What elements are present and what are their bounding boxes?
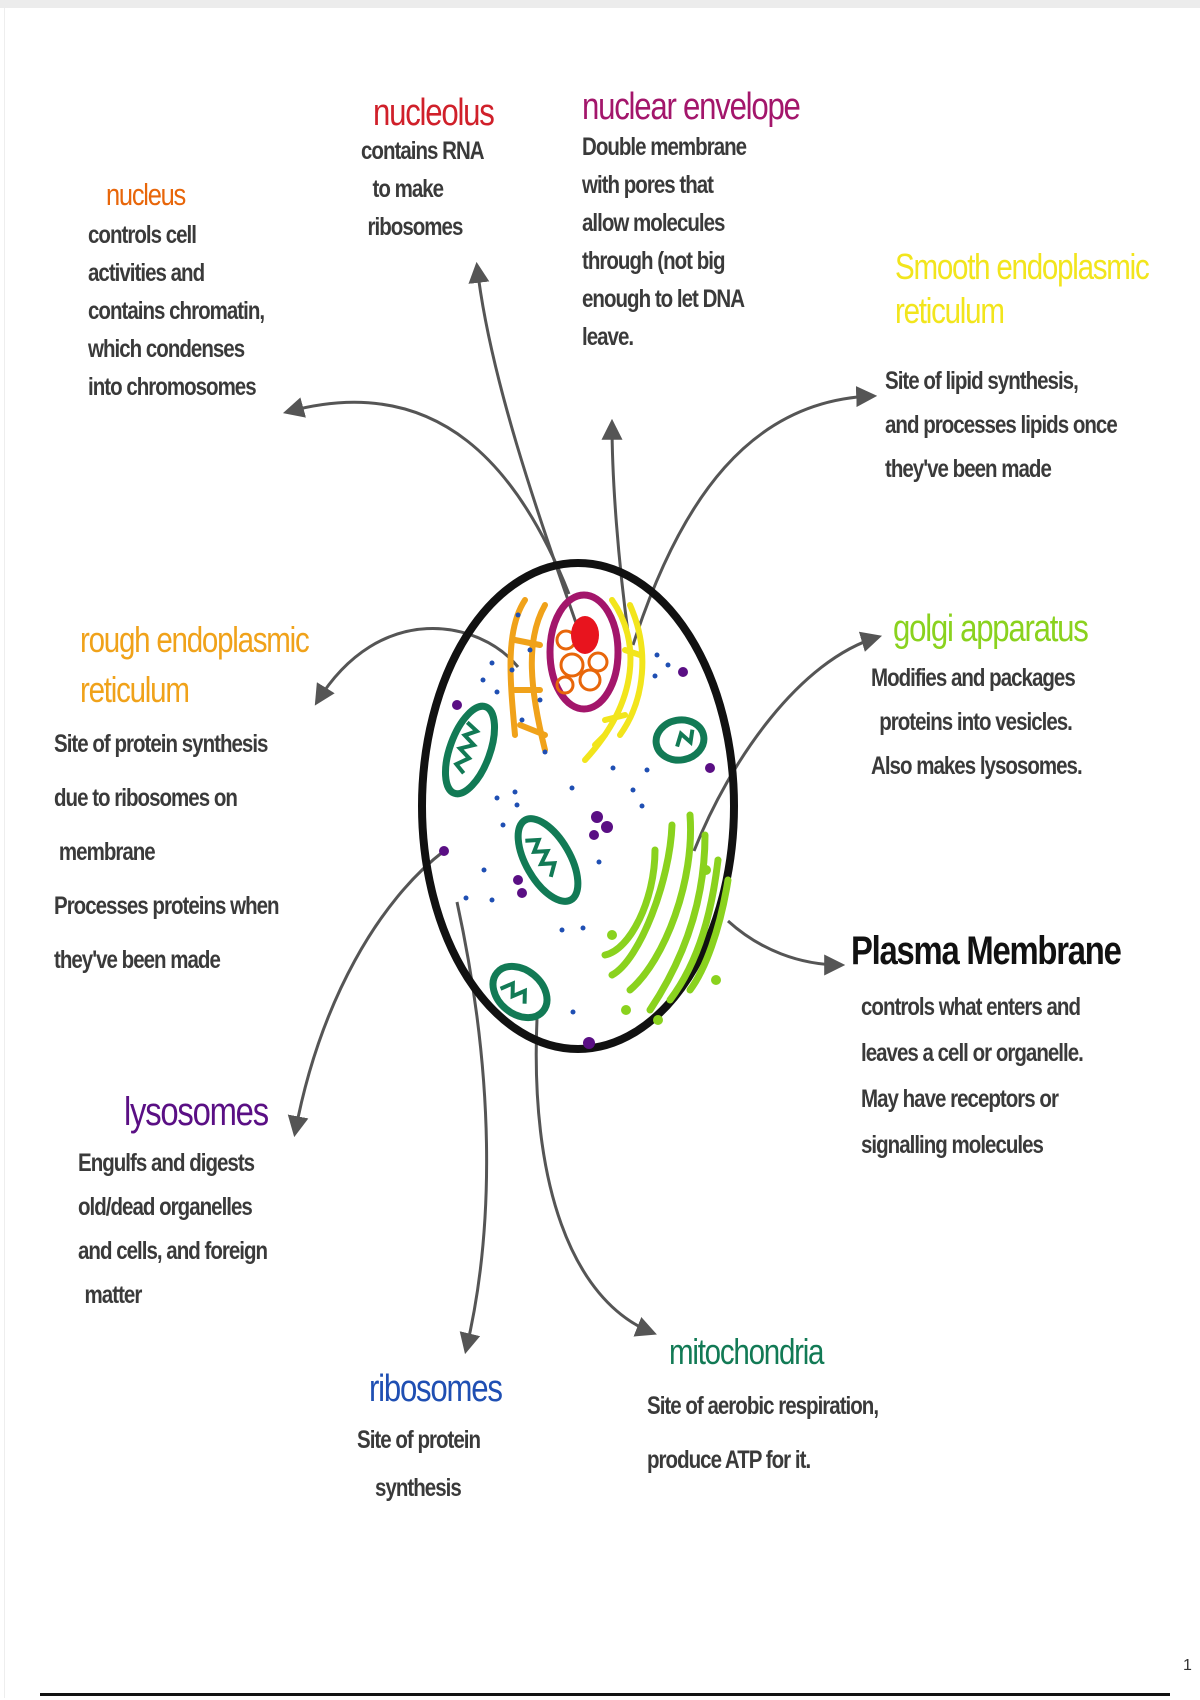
desc-line: allow molecules xyxy=(582,209,725,237)
golgi-title: golgi apparatus xyxy=(893,608,1089,650)
desc-line: contains chromatin, xyxy=(88,297,265,325)
arrow-nucleus xyxy=(282,397,571,595)
label-nucleolus: nucleolus contains RNA to make ribosomes xyxy=(361,92,520,248)
rough-er-ribosomes xyxy=(509,612,548,755)
arrow-golgi xyxy=(692,631,883,852)
ribosomes-description: Site of protein synthesis xyxy=(357,1416,500,1512)
desc-line: to make xyxy=(372,175,444,203)
mitochondria-description: Site of aerobic respiration, produce ATP… xyxy=(647,1379,879,1487)
rough-er-shape xyxy=(507,597,548,753)
desc-line: due to ribosomes on xyxy=(54,784,238,812)
title-line: rough endoplasmic xyxy=(80,619,310,660)
desc-line: Site of protein synthesis xyxy=(54,730,268,758)
desc-line: matter xyxy=(84,1281,143,1309)
desc-line: proteins into vesicles. xyxy=(879,708,1073,736)
desc-line: leaves a cell or organelle. xyxy=(861,1039,1084,1067)
desc-line: into chromosomes xyxy=(88,373,257,401)
nucleolus-title: nucleolus xyxy=(373,92,495,134)
desc-line: controls cell xyxy=(88,221,197,249)
top-bar xyxy=(0,0,1200,8)
nuclear-envelope-description: Double membrane with pores that allow mo… xyxy=(582,128,800,356)
desc-line: and cells, and foreign xyxy=(78,1237,268,1265)
nuclear-envelope-shape xyxy=(546,591,622,713)
mitochondrion xyxy=(514,815,582,905)
golgi-shape xyxy=(601,811,732,1014)
title-line: reticulum xyxy=(80,669,190,710)
mitochondrion xyxy=(441,702,499,798)
desc-line: controls what enters and xyxy=(861,993,1081,1021)
mitochondria-title: mitochondria xyxy=(669,1331,824,1372)
desc-line: ribosomes xyxy=(367,213,464,241)
desc-line: Engulfs and digests xyxy=(78,1149,255,1177)
label-golgi-apparatus: golgi apparatus Modifies and packages pr… xyxy=(871,608,1130,788)
label-nuclear-envelope: nuclear envelope Double membrane with po… xyxy=(582,86,847,356)
page-number: 1 xyxy=(1183,1657,1192,1674)
mitochondrion xyxy=(652,716,708,764)
desc-line: Also makes lysosomes. xyxy=(871,752,1083,780)
label-rough-er: rough endoplasmic reticulum Site of prot… xyxy=(54,615,359,987)
arrow-nucleolus xyxy=(468,261,584,641)
label-lysosomes: lysosomes Engulfs and digests old/dead o… xyxy=(78,1090,309,1317)
rough-er-title: rough endoplasmic reticulum xyxy=(80,615,310,715)
desc-line: synthesis xyxy=(375,1474,462,1502)
nucleus-title: nucleus xyxy=(106,177,186,212)
label-smooth-er: Smooth endoplasmic reticulum Site of lip… xyxy=(885,245,1200,491)
arrow-mitochondria xyxy=(534,1018,657,1337)
desc-line: activities and xyxy=(88,259,205,287)
desc-line: and processes lipids once xyxy=(885,411,1118,439)
desc-line: contains RNA xyxy=(361,137,485,165)
smooth-er-shape xyxy=(582,597,646,763)
arrow-rough-er xyxy=(314,626,520,706)
lysosomes-description: Engulfs and digests old/dead organelles … xyxy=(78,1141,268,1317)
desc-line: Double membrane xyxy=(582,133,747,161)
desc-line: enough to let DNA xyxy=(582,285,745,313)
nucleolus-shape xyxy=(571,616,599,654)
desc-line: Modifies and packages xyxy=(871,664,1076,692)
ribosomes-dots xyxy=(463,652,671,1015)
golgi-description: Modifies and packages proteins into vesi… xyxy=(871,656,1084,788)
bottom-rule xyxy=(40,1693,1170,1696)
arrow-nuclear-envelope xyxy=(601,418,631,641)
nucleolus-description: contains RNA to make ribosomes xyxy=(361,134,491,248)
lysosomes-title: lysosomes xyxy=(124,1090,269,1134)
desc-line: through (not big xyxy=(582,247,725,275)
label-nucleus: nucleus controls cell activities and con… xyxy=(88,177,303,406)
label-ribosomes: ribosomes Site of protein synthesis xyxy=(357,1368,531,1512)
desc-line: they've been made xyxy=(54,946,221,974)
arrow-plasma-membrane xyxy=(726,919,846,976)
desc-line: signalling molecules xyxy=(861,1131,1044,1159)
title-line: Smooth endoplasmic xyxy=(895,246,1150,287)
lysosomes-shapes xyxy=(439,667,715,1049)
title-line: reticulum xyxy=(895,290,1005,331)
ribosomes-title: ribosomes xyxy=(369,1368,503,1410)
desc-line: old/dead organelles xyxy=(78,1193,253,1221)
plasma-membrane-description: controls what enters and leaves a cell o… xyxy=(861,984,1122,1168)
smooth-er-title: Smooth endoplasmic reticulum xyxy=(895,245,1150,333)
rough-er-description: Site of protein synthesis due to ribosom… xyxy=(54,717,304,987)
plasma-membrane-outline xyxy=(418,559,738,1053)
nucleus-description: controls cell activities and contains ch… xyxy=(88,216,265,406)
desc-line: they've been made xyxy=(885,455,1052,483)
desc-line: May have receptors or xyxy=(861,1085,1059,1113)
desc-line: leave. xyxy=(582,323,634,351)
smooth-er-description: Site of lipid synthesis, and processes l… xyxy=(885,359,1147,491)
plasma-membrane-title: Plasma Membrane xyxy=(851,929,1122,973)
desc-line: Site of aerobic respiration, xyxy=(647,1392,879,1420)
desc-line: Site of protein xyxy=(357,1426,481,1454)
golgi-vesicles xyxy=(607,865,721,1025)
desc-line: Processes proteins when xyxy=(54,892,280,920)
desc-line: membrane xyxy=(58,838,156,866)
desc-line: which condenses xyxy=(88,335,245,363)
nuclear-envelope-title: nuclear envelope xyxy=(582,86,801,128)
label-plasma-membrane: Plasma Membrane controls what enters and… xyxy=(851,929,1180,1168)
mitochondria-shapes xyxy=(441,702,708,1022)
arrow-lysosomes xyxy=(287,849,445,1138)
sheet-edge xyxy=(4,8,1195,1698)
desc-line: with pores that xyxy=(582,171,714,199)
desc-line: Site of lipid synthesis, xyxy=(885,367,1079,395)
label-mitochondria: mitochondria Site of aerobic respiration… xyxy=(647,1331,929,1487)
desc-line: produce ATP for it. xyxy=(647,1446,811,1474)
mitochondrion xyxy=(489,962,551,1022)
